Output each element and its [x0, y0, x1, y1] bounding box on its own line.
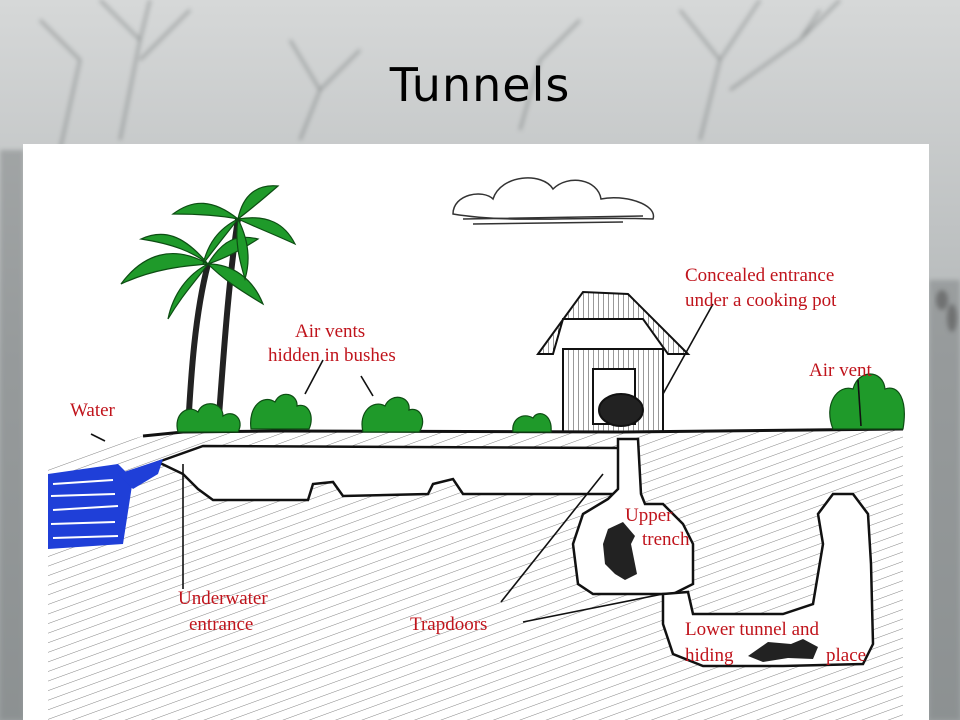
label-lower-line1: Lower tunnel and: [685, 619, 820, 640]
label-air-vents-line2: hidden in bushes: [268, 345, 396, 366]
water-body: [48, 459, 163, 549]
label-air-vent: Air vent: [809, 360, 873, 381]
label-concealed-line2: under a cooking pot: [685, 290, 837, 311]
label-lower-line2a: hiding: [685, 645, 734, 666]
label-water: Water: [70, 400, 116, 421]
palm-trees: [120, 185, 297, 430]
tunnel-diagram: Water Air vents hidden in bushes Conceal…: [23, 144, 929, 720]
cloud: [452, 177, 655, 225]
label-air-vents-line1: Air vents: [295, 321, 365, 342]
label-trapdoors: Trapdoors: [410, 614, 487, 635]
upper-tunnel: [154, 437, 875, 668]
label-underwater-line1: Underwater: [178, 588, 268, 609]
label-concealed-line1: Concealed entrance: [685, 265, 834, 286]
bushes: [176, 373, 905, 433]
label-lower-line2b: place: [826, 645, 866, 666]
figure-upper: [603, 522, 637, 580]
label-underwater-line2: entrance: [189, 614, 253, 635]
figure-lower: [748, 639, 818, 662]
label-upper-line2: trench: [642, 529, 690, 550]
label-upper-line1: Upper: [625, 505, 673, 526]
leader-lines: [90, 303, 862, 623]
slide-title: Tunnels: [389, 58, 571, 112]
hut: [536, 290, 691, 433]
